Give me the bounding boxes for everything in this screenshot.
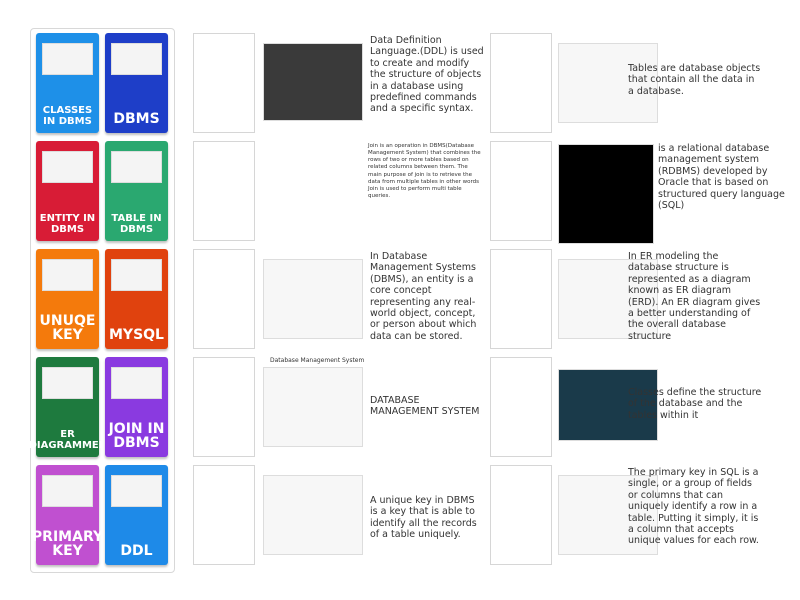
image-title: Database Management System bbox=[270, 357, 365, 364]
tile-image bbox=[111, 475, 162, 507]
item-image bbox=[558, 259, 658, 339]
tile-image bbox=[42, 367, 93, 399]
answer-tile[interactable]: JOIN IN DBMS bbox=[105, 357, 168, 457]
tile-label: DDL bbox=[120, 543, 153, 560]
answer-tile[interactable]: CLASSES IN DBMS bbox=[36, 33, 99, 133]
item-image bbox=[558, 369, 658, 441]
answer-tile[interactable]: UNUQE KEY bbox=[36, 249, 99, 349]
item-image bbox=[558, 43, 658, 123]
drop-slot[interactable] bbox=[193, 141, 255, 241]
tile-label: DBMS bbox=[113, 111, 160, 128]
tile-image bbox=[42, 259, 93, 291]
drop-slot[interactable] bbox=[490, 141, 552, 241]
item-image bbox=[263, 475, 363, 555]
drop-slot[interactable] bbox=[490, 249, 552, 349]
tile-image bbox=[42, 475, 93, 507]
tile-label: ENTITY IN DBMS bbox=[39, 213, 96, 235]
tile-image bbox=[111, 151, 162, 183]
item-image bbox=[263, 43, 363, 121]
item-description: In Database Management Systems (DBMS), a… bbox=[370, 251, 477, 342]
item-description: Classes define the structure of the data… bbox=[628, 387, 762, 421]
item-image bbox=[558, 144, 654, 244]
item-image bbox=[263, 151, 363, 231]
answer-tile[interactable]: DBMS bbox=[105, 33, 168, 133]
drop-slot[interactable] bbox=[490, 33, 552, 133]
answer-tile[interactable]: PRIMARY KEY bbox=[32, 465, 103, 565]
answer-tile[interactable]: ER DIAGRAMMER bbox=[29, 357, 106, 457]
tile-label: TABLE IN DBMS bbox=[111, 213, 162, 235]
tile-image bbox=[111, 43, 162, 75]
item-description: The primary key in SQL is a single, or a… bbox=[628, 467, 759, 547]
drop-slot[interactable] bbox=[490, 357, 552, 457]
item-image bbox=[263, 259, 363, 339]
tile-image bbox=[111, 259, 162, 291]
tile-label: CLASSES IN DBMS bbox=[42, 105, 93, 127]
item-image bbox=[263, 367, 363, 447]
tile-label: MYSQL bbox=[109, 327, 164, 344]
drop-slot[interactable] bbox=[193, 357, 255, 457]
answer-tile[interactable]: DDL bbox=[105, 465, 168, 565]
tile-label: ER DIAGRAMMER bbox=[28, 429, 107, 451]
drop-slot[interactable] bbox=[490, 465, 552, 565]
drop-slot[interactable] bbox=[193, 465, 255, 565]
item-image bbox=[558, 475, 658, 555]
tile-label: UNUQE KEY bbox=[39, 312, 96, 344]
answer-tile[interactable]: TABLE IN DBMS bbox=[105, 141, 168, 241]
answer-tile[interactable]: MYSQL bbox=[105, 249, 168, 349]
answer-tile[interactable]: ENTITY IN DBMS bbox=[36, 141, 99, 241]
tile-image bbox=[111, 367, 162, 399]
tile-image bbox=[42, 43, 93, 75]
drop-slot[interactable] bbox=[193, 249, 255, 349]
tile-label: PRIMARY KEY bbox=[31, 528, 104, 560]
tile-label: JOIN IN DBMS bbox=[108, 420, 165, 452]
item-description: In ER modeling the database structure is… bbox=[628, 251, 761, 342]
tile-image bbox=[42, 151, 93, 183]
item-description: Join is an operation in DBMS(Database Ma… bbox=[368, 143, 481, 199]
item-description: Tables are database objects that contain… bbox=[628, 63, 761, 97]
drop-slot[interactable] bbox=[193, 33, 255, 133]
item-description: Data Definition Language.(DDL) is used t… bbox=[370, 35, 484, 115]
item-description: DATABASE MANAGEMENT SYSTEM bbox=[370, 395, 480, 418]
item-description: A unique key in DBMS is a key that is ab… bbox=[370, 495, 477, 541]
item-description: is a relational database management syst… bbox=[658, 143, 785, 211]
